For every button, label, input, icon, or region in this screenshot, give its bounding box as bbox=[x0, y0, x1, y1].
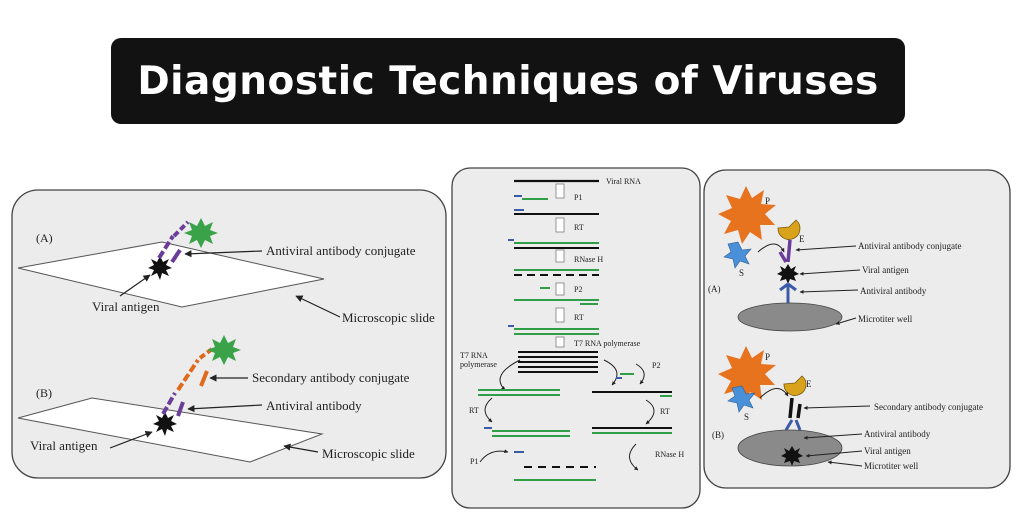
p2-label-1: P2 bbox=[574, 285, 582, 294]
label-a-right: (A) bbox=[708, 284, 721, 294]
secondary-antibody-conjugate-label: Secondary antibody conjugate bbox=[252, 370, 410, 385]
microtiter-well-label-b: Microtiter well bbox=[864, 461, 919, 471]
nasba-amplification-panel: Viral RNA P1 RT RNase H P2 RT T7 RNA pol… bbox=[451, 167, 701, 509]
viral-antigen-label-b: Viral antigen bbox=[30, 438, 98, 453]
secondary-antibody-conjugate-label-right: Secondary antibody conjugate bbox=[874, 402, 983, 412]
elisa-panel: P E S (A) Antiviral antibody conjugate V… bbox=[703, 169, 1011, 489]
p-label-a: P bbox=[765, 196, 770, 206]
p2-label-right: P2 bbox=[652, 361, 660, 370]
label-a: (A) bbox=[36, 231, 53, 245]
rnase-h-label-2: RNase H bbox=[655, 450, 684, 459]
viral-antigen-elisa-b bbox=[781, 446, 803, 466]
rt-label-right: RT bbox=[660, 407, 670, 416]
viral-rna-label: Viral RNA bbox=[606, 177, 641, 186]
antiviral-antibody-label-right-b: Antiviral antibody bbox=[864, 429, 931, 439]
p-label-b: P bbox=[765, 352, 770, 362]
viral-antigen-label-a: Viral antigen bbox=[92, 299, 160, 314]
antiviral-antibody-conjugate-label-right: Antiviral antibody conjugate bbox=[858, 241, 961, 251]
rnase-h-label-1: RNase H bbox=[574, 255, 603, 264]
microscopic-slide-label-b: Microscopic slide bbox=[322, 446, 415, 461]
fluorophore-star-b bbox=[207, 335, 241, 365]
e-label-a: E bbox=[799, 234, 805, 244]
viral-antigen-b bbox=[153, 412, 177, 436]
rt-label-1: RT bbox=[574, 223, 584, 232]
label-b-right: (B) bbox=[712, 430, 724, 440]
microscopic-slide-a bbox=[17, 241, 325, 308]
viral-antigen-label-right-b: Viral antigen bbox=[864, 446, 911, 456]
rna-copies-stack bbox=[518, 351, 598, 373]
page-title: Diagnostic Techniques of Viruses bbox=[137, 58, 879, 104]
rt-label-2: RT bbox=[574, 313, 584, 322]
e-label-b: E bbox=[806, 379, 812, 389]
microtiter-well-label-a: Microtiter well bbox=[858, 314, 913, 324]
viral-antigen-label-right-a: Viral antigen bbox=[862, 265, 909, 275]
antiviral-antibody-label-b: Antiviral antibody bbox=[266, 398, 362, 413]
substrate-star-a bbox=[723, 241, 752, 269]
enzyme-a bbox=[777, 219, 801, 240]
viral-antigen-a bbox=[148, 256, 172, 280]
substrate-star-b bbox=[727, 385, 756, 413]
s-label-a: S bbox=[739, 268, 744, 278]
t7-polymerase-label-top: T7 RNA polymerase bbox=[574, 339, 641, 348]
s-label-b: S bbox=[744, 412, 749, 422]
microtiter-well-a bbox=[737, 302, 843, 332]
viral-antigen-elisa-a bbox=[777, 264, 799, 284]
antiviral-antibody-conjugate-label: Antiviral antibody conjugate bbox=[266, 243, 416, 258]
product-burst-a bbox=[718, 186, 776, 244]
label-b: (B) bbox=[36, 386, 52, 400]
p1-label-bottom: P1 bbox=[470, 457, 478, 466]
fluorophore-star-a bbox=[184, 218, 218, 248]
rt-label-left: RT bbox=[469, 406, 479, 415]
p1-label-top: P1 bbox=[574, 193, 582, 202]
microscopic-slide-label-a: Microscopic slide bbox=[342, 310, 435, 325]
enzyme-b bbox=[783, 375, 807, 396]
antiviral-antibody-label-right-a: Antiviral antibody bbox=[860, 286, 927, 296]
immunofluorescence-panel: (A) Antiviral antibody conjugate Viral a… bbox=[11, 189, 447, 479]
title-banner: Diagnostic Techniques of Viruses bbox=[111, 38, 905, 124]
microtiter-well-b bbox=[737, 429, 843, 467]
